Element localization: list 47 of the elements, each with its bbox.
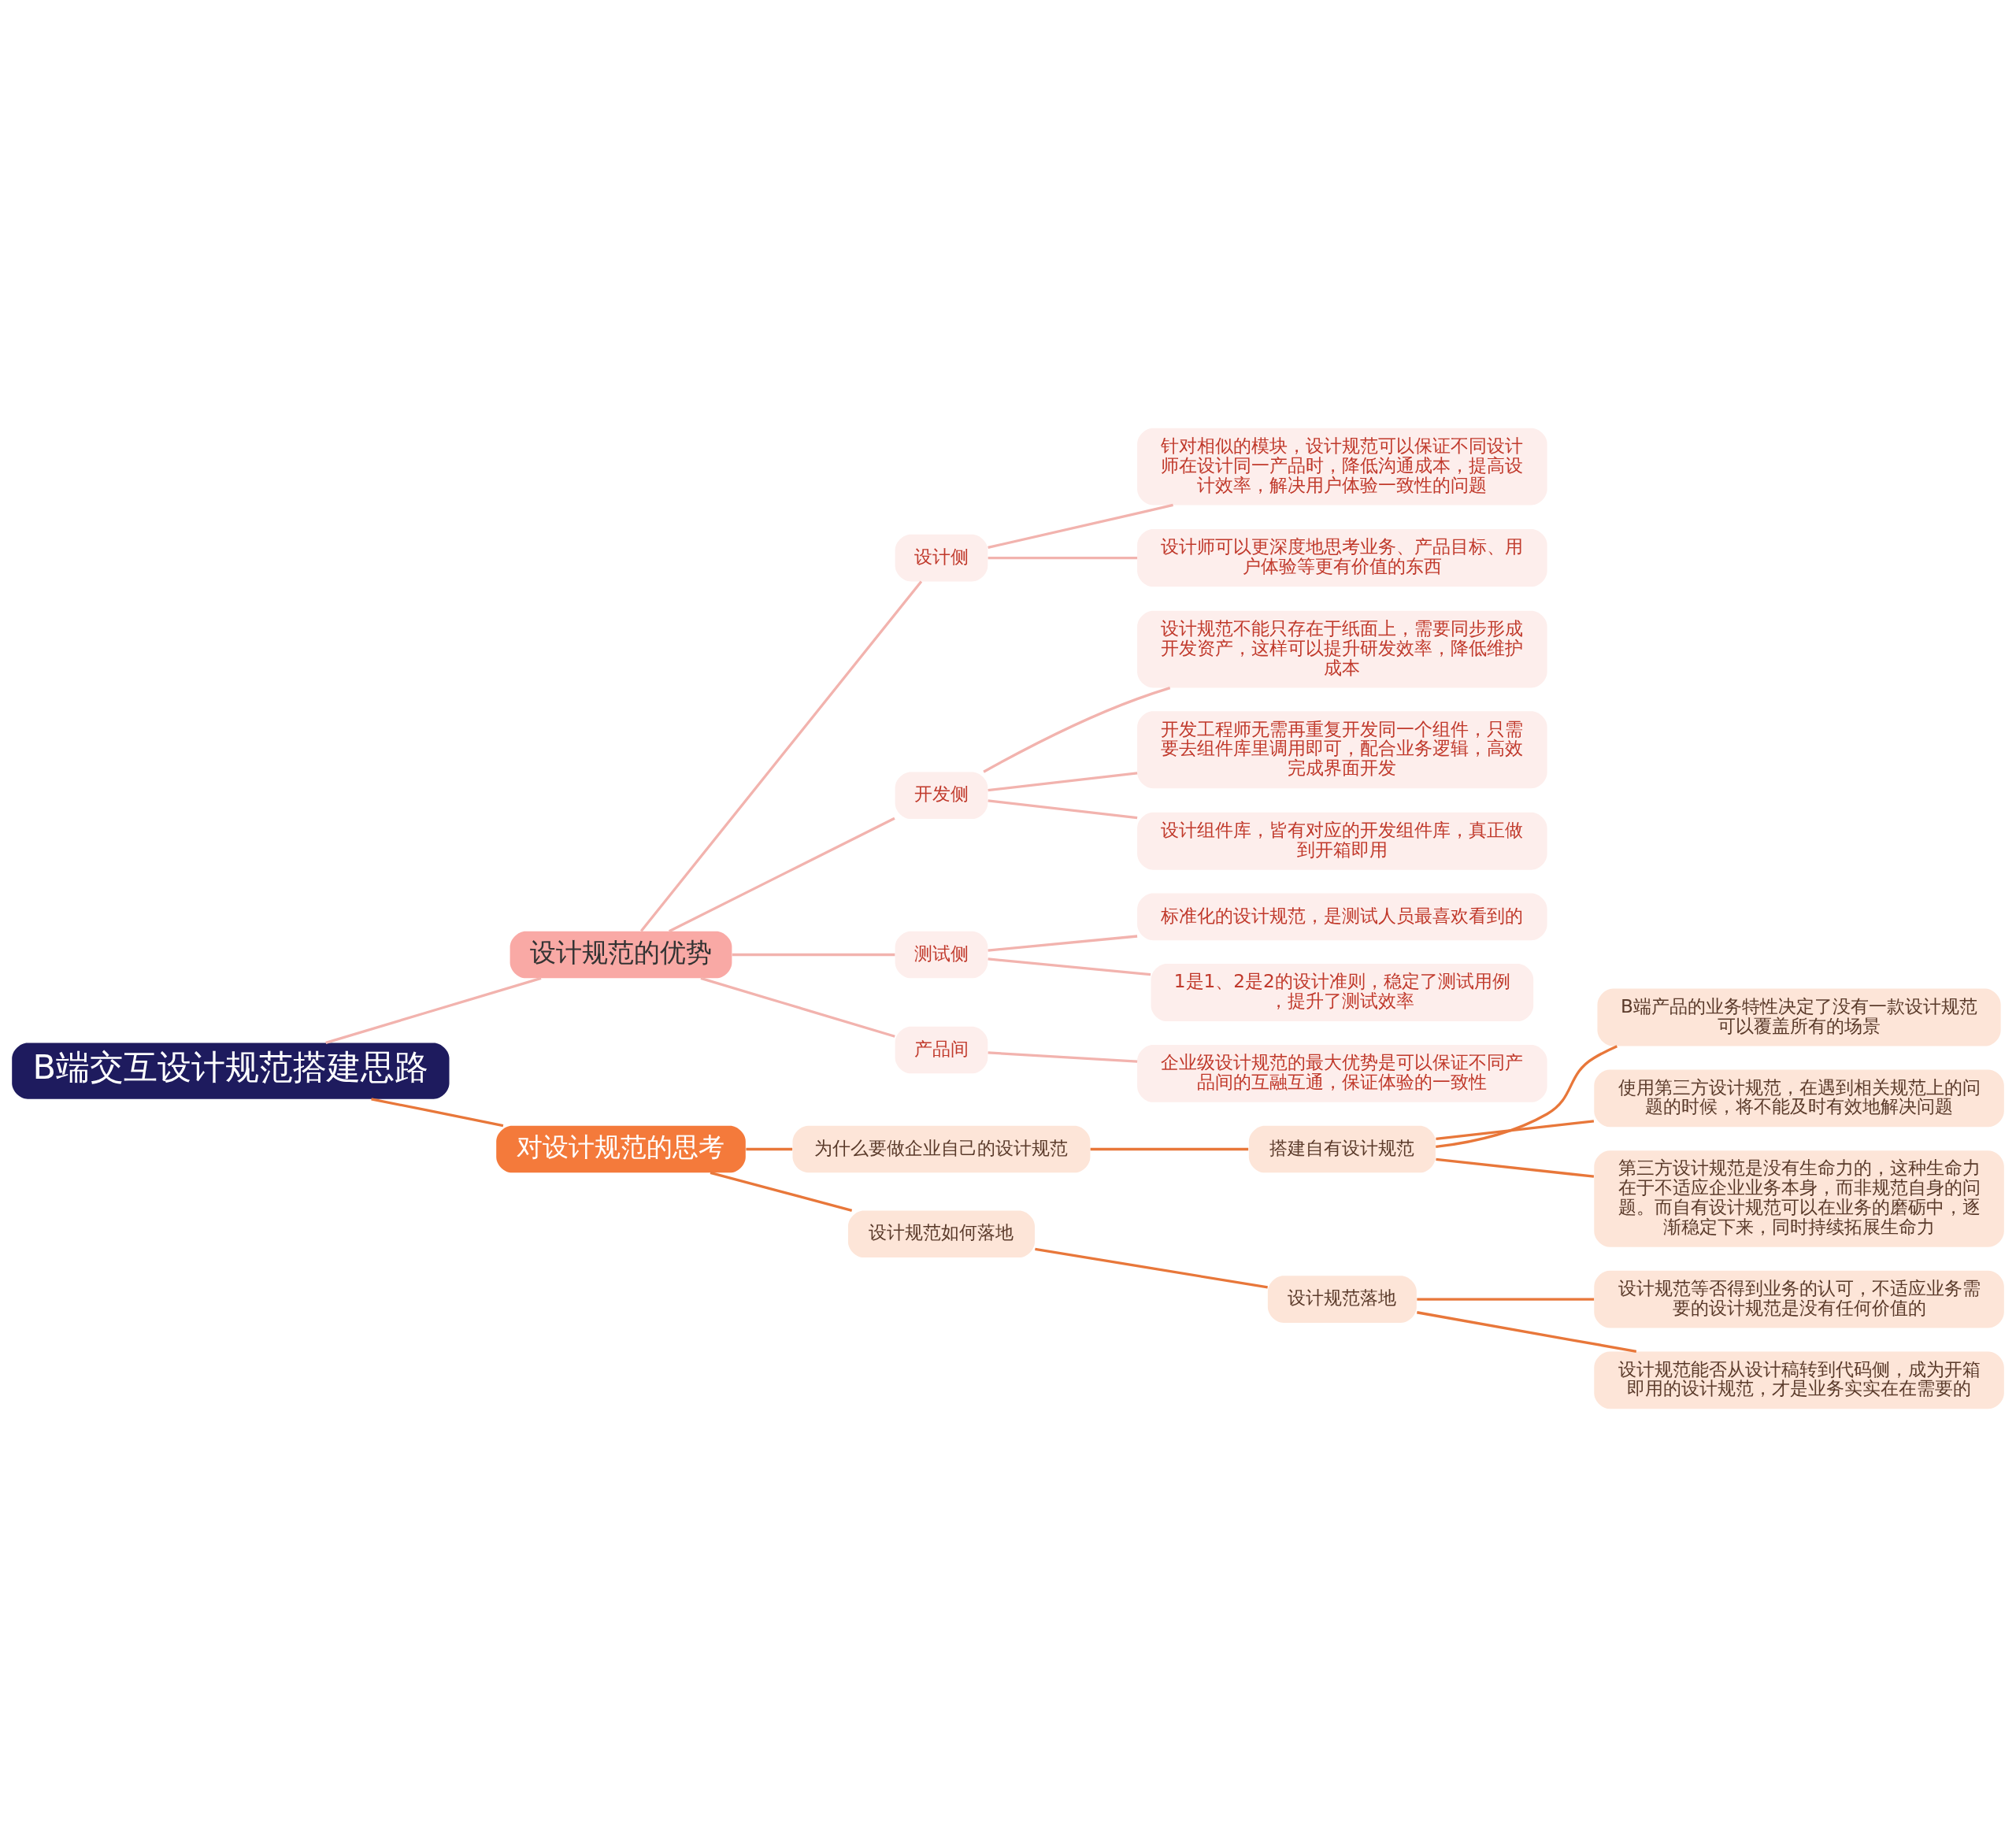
connector	[700, 976, 895, 1038]
node-box: 设计规范如何落地	[847, 1210, 1035, 1258]
node-box: 设计组件库，皆有对应的开发组件库，真正做到开箱即用	[1137, 812, 1547, 870]
connector	[988, 957, 1151, 976]
connector	[988, 1051, 1138, 1063]
node-box: 设计规范的优势	[510, 931, 732, 979]
node-box: 针对相似的模块，设计规范可以保证不同设计师在设计同一产品时，降低沟通成本，提高设计效率，解决用户体验一致性的问题	[1137, 428, 1547, 506]
node-box: 设计侧	[895, 534, 988, 582]
node-box: 为什么要做企业自己的设计规范	[792, 1125, 1091, 1173]
connector	[1035, 1247, 1268, 1289]
node-box: 使用第三方设计规范，在遇到相关规范上的问题的时候，将不能及时有效地解决问题	[1594, 1069, 2004, 1128]
connector	[1417, 1298, 1595, 1301]
connector	[732, 953, 895, 957]
connector	[983, 687, 1171, 773]
node-box: 测试侧	[895, 931, 988, 979]
connector	[668, 817, 895, 933]
connector	[1417, 1311, 1637, 1353]
node-box: 开发工程师无需再重复开发同一个组件，只需要去组件库里调用即可，配合业务逻辑，高效完成界面开发	[1137, 711, 1547, 789]
node-box: 企业级设计规范的最大优势是可以保证不同产品间的互融互通，保证体验的一致性	[1137, 1044, 1547, 1102]
node-box: 标准化的设计规范，是测试人员最喜欢看到的	[1137, 893, 1547, 941]
node-box: B端产品的业务特性决定了没有一款设计规范可以覆盖所有的场景	[1597, 988, 2001, 1046]
node-box: B端交互设计规范搭建思路	[12, 1043, 450, 1099]
connector	[988, 503, 1173, 549]
node-box: 设计规范落地	[1267, 1276, 1417, 1323]
node-box: 设计师可以更深度地思考业务、产品目标、用户体验等更有价值的东西	[1137, 529, 1547, 587]
node-box: 第三方设计规范是没有生命力的，这种生命力在于不适应企业业务本身，而非规范自身的问题。而自有设计规范可以在业务的磨砺中，逐渐稳定下来，同时持续拓展生命力	[1594, 1150, 2004, 1247]
node-box: 设计规范能否从设计稿转到代码侧，成为开箱即用的设计规范，才是业务实实在在需要的	[1594, 1351, 2004, 1409]
node-box: 1是1、2是2的设计准则，稳定了测试用例，提升了测试效率	[1151, 964, 1534, 1022]
connector	[325, 976, 542, 1044]
node-box: 搭建自有设计规范	[1248, 1125, 1436, 1173]
connector	[1436, 1157, 1595, 1178]
node-box: 产品间	[895, 1026, 988, 1074]
connector	[746, 1147, 793, 1151]
connector	[988, 556, 1138, 560]
connector	[639, 580, 923, 932]
node-box: 开发侧	[895, 772, 988, 820]
connector	[988, 935, 1138, 952]
connector	[988, 799, 1138, 820]
connector	[1436, 1045, 1618, 1149]
connector	[1090, 1147, 1249, 1151]
connector	[710, 1171, 853, 1212]
node-box: 设计规范等否得到业务的认可，不适应业务需要的设计规范是没有任何价值的	[1594, 1270, 2004, 1328]
connector	[371, 1098, 504, 1128]
connector	[1436, 1120, 1595, 1140]
node-box: 设计规范不能只存在于纸面上，需要同步形成开发资产，这样可以提升研发效率，降低维护成本	[1137, 610, 1547, 688]
connector	[988, 772, 1138, 792]
node-box: 对设计规范的思考	[496, 1125, 746, 1173]
